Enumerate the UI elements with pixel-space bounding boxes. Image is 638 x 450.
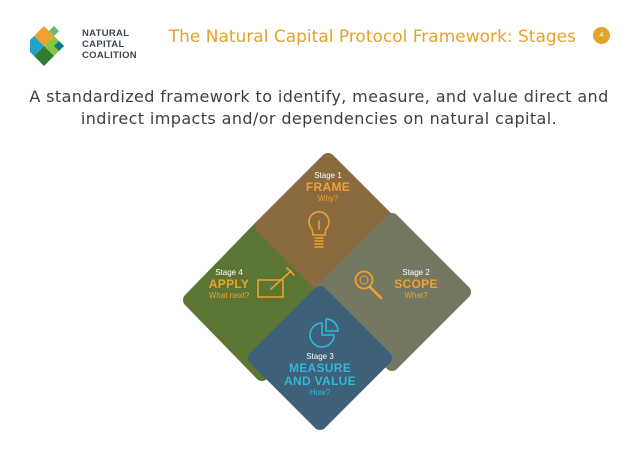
stage-2-name: SCOPE xyxy=(394,277,438,291)
logo-line-1: NATURAL xyxy=(82,28,130,39)
stage-4-text: Stage 4 APPLY What next? xyxy=(198,268,260,301)
stage-1-label: Stage 1 xyxy=(314,171,342,180)
stage-3-label: Stage 3 xyxy=(306,352,334,361)
logo-line-2: CAPITAL xyxy=(82,39,125,50)
stage-4-label: Stage 4 xyxy=(215,268,243,277)
stage-3-name-line-2: AND VALUE xyxy=(284,374,356,388)
magnifier-icon xyxy=(354,270,383,300)
pie-chart-icon xyxy=(309,318,339,348)
natural-capital-coalition-logo: NATURAL CAPITAL COALITION xyxy=(30,22,170,72)
stage-3-tile xyxy=(248,286,392,430)
stage-3-name-line-1: MEASURE xyxy=(288,361,352,375)
stage-1-text: Stage 1 FRAME Why? xyxy=(283,171,373,204)
stage-3-text: Stage 3 MEASURE AND VALUE How? xyxy=(275,352,365,398)
page-number-badge: 4 xyxy=(593,27,610,44)
stage-3-question: How? xyxy=(309,388,331,397)
logo-wordmark: NATURAL CAPITAL COALITION xyxy=(82,28,137,61)
stage-2-label: Stage 2 xyxy=(402,268,430,277)
edit-icon xyxy=(257,267,295,298)
lightbulb-icon xyxy=(308,211,330,248)
slide-subtitle: A standardized framework to identify, me… xyxy=(29,87,609,128)
stage-1-question: Why? xyxy=(317,194,339,203)
stage-2-text: Stage 2 SCOPE What? xyxy=(385,268,447,301)
stage-4-question: What next? xyxy=(208,291,250,300)
coalition-logo-icon xyxy=(30,26,64,66)
stage-4-name: APPLY xyxy=(208,277,250,291)
logo-line-3: COALITION xyxy=(82,50,137,61)
stage-2-question: What? xyxy=(404,291,428,300)
slide-title: The Natural Capital Protocol Framework: … xyxy=(168,27,576,47)
stage-1-name: FRAME xyxy=(305,180,351,194)
